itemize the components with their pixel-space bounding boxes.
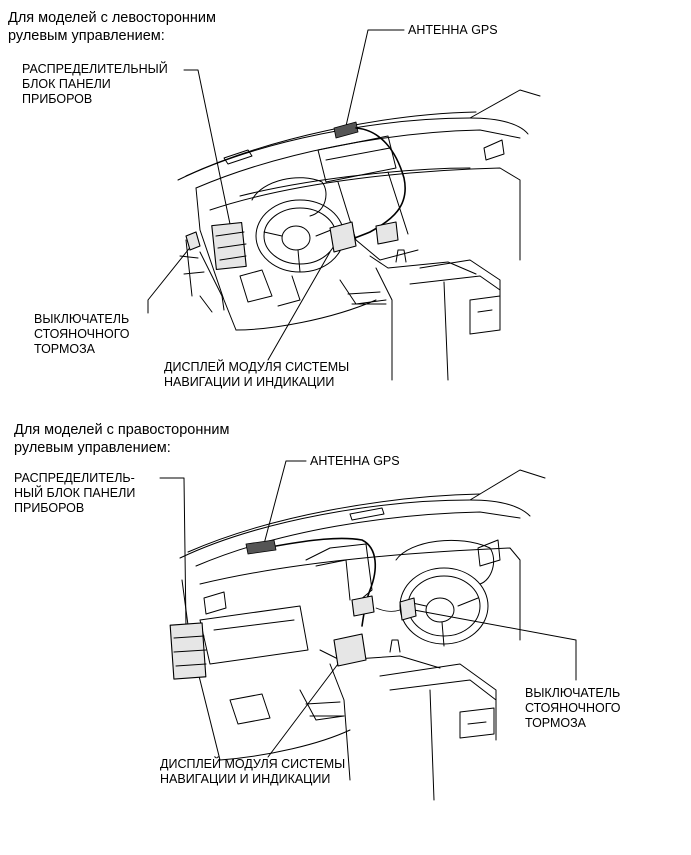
label-junction-block-lhd: РАСПРЕДЕЛИТЕЛЬНЫЙ БЛОК ПАНЕЛИ ПРИБОРОВ <box>22 62 168 106</box>
label-parking-brake-switch-lhd: ВЫКЛЮЧАТЕЛЬ СТОЯНОЧНОГО ТОРМОЗА <box>34 312 130 356</box>
section-title-rhd: Для моделей с правосторонним рулевым упр… <box>14 422 230 456</box>
label-gps-antenna-rhd: АНТЕННА GPS <box>310 454 400 468</box>
leader-lines-lhd <box>147 29 405 361</box>
dashboard-illustration-lhd <box>147 29 541 381</box>
label-parking-brake-switch-rhd: ВЫКЛЮЧАТЕЛЬ СТОЯНОЧНОГО ТОРМОЗА <box>525 686 621 730</box>
leader-lines-rhd <box>159 460 577 758</box>
label-nav-display-rhd: ДИСПЛЕЙ МОДУЛЯ СИСТЕМЫ НАВИГАЦИИ И ИНДИК… <box>160 757 346 786</box>
section-title-lhd: Для моделей с левосторонним рулевым упра… <box>8 10 216 44</box>
label-gps-antenna-lhd: АНТЕННА GPS <box>408 23 498 37</box>
label-nav-display-lhd: ДИСПЛЕЙ МОДУЛЯ СИСТЕМЫ НАВИГАЦИИ И ИНДИК… <box>164 360 350 389</box>
label-junction-block-rhd: РАСПРЕДЕЛИТЕЛЬ- НЫЙ БЛОК ПАНЕЛИ ПРИБОРОВ <box>14 471 136 515</box>
